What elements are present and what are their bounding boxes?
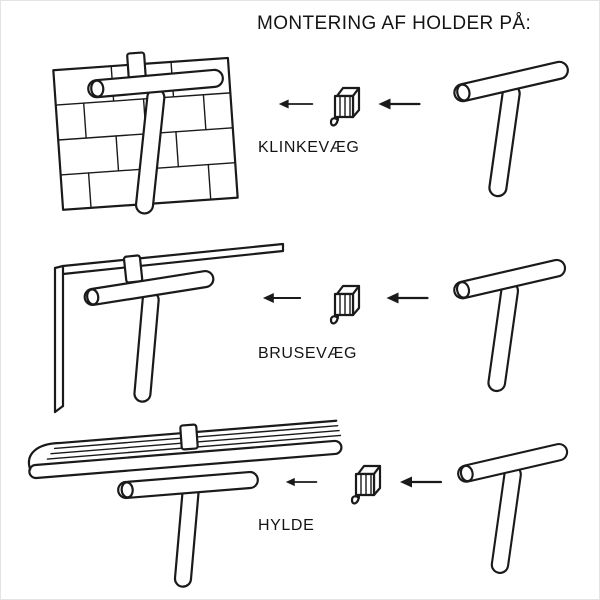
squeegee-icon <box>449 51 574 206</box>
left-arrow-icon <box>278 97 314 111</box>
row-label-klinkevaeg: KLINKEVÆG <box>258 139 360 156</box>
squeegee-icon <box>453 433 573 583</box>
holder-clip-icon <box>349 461 385 511</box>
shelf-with-squeegee-icon <box>23 419 353 599</box>
left-arrow-icon <box>399 475 443 489</box>
tiled-wall-with-squeegee-icon <box>36 39 246 239</box>
holder-clip-icon <box>328 83 364 133</box>
shower-glass-wall-with-squeegee-icon <box>29 236 291 421</box>
row-label-brusevaeg: BRUSEVÆG <box>258 345 358 362</box>
squeegee-icon <box>449 249 571 401</box>
left-arrow-icon <box>262 291 302 305</box>
holder-clip-icon <box>328 281 364 331</box>
left-arrow-icon <box>385 291 430 305</box>
left-arrow-icon <box>377 97 422 111</box>
row-label-hylde: HYLDE <box>258 517 315 534</box>
left-arrow-icon <box>285 475 318 489</box>
diagram-title: MONTERING AF HOLDER PÅ: <box>257 13 532 34</box>
